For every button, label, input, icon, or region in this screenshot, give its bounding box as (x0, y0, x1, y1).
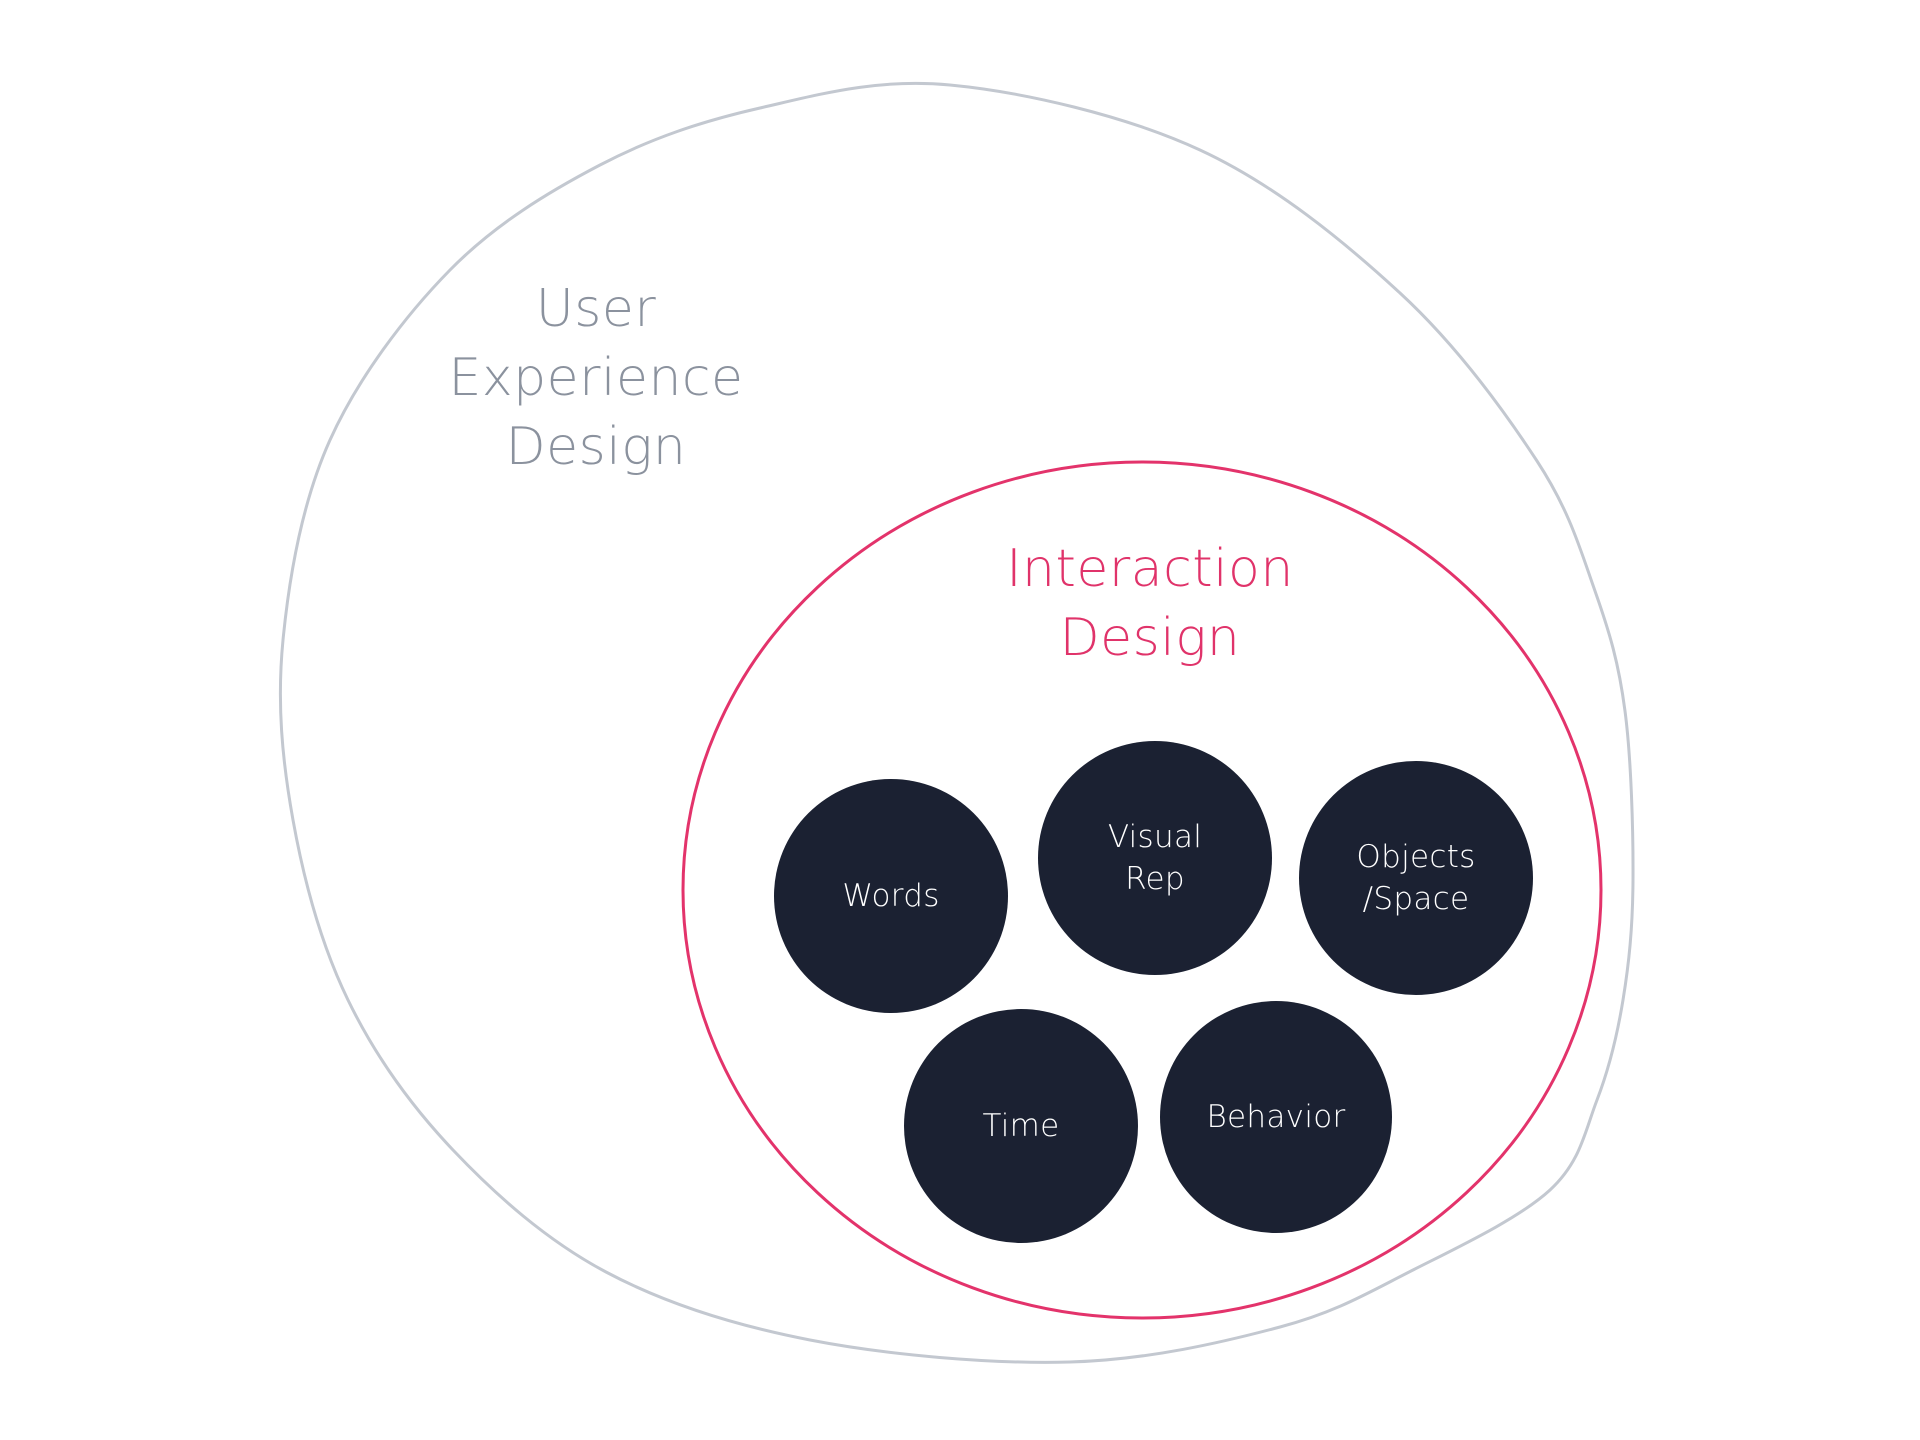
interaction-design-label: Interaction Design (1006, 535, 1294, 673)
bubble-words: Words (774, 779, 1008, 1013)
bubble-label-words: Words (842, 878, 940, 914)
ixd-label-line-1: Interaction (1006, 539, 1294, 599)
bubble-objects-space: Objects /Space (1299, 761, 1533, 995)
ux-label-line-2: Experience (448, 348, 744, 408)
bubble-label-behavior: Behavior (1206, 1099, 1346, 1135)
bubble-label-time: Time (982, 1108, 1060, 1144)
ux-label-line-3: Design (505, 417, 687, 477)
bubble-time: Time (904, 1009, 1138, 1243)
user-experience-boundary (278, 81, 1635, 1364)
interaction-design-boundary (681, 460, 1603, 1320)
bubble-label-objects-space: Objects /Space (1356, 839, 1476, 917)
ux-label-line-1: User (535, 279, 657, 339)
bubble-behavior: Behavior (1160, 1001, 1392, 1233)
bubble-visual-rep: Visual Rep (1038, 741, 1272, 975)
bubble-label-visual-rep: Visual Rep (1107, 819, 1203, 897)
user-experience-design-label: User Experience Design (449, 275, 744, 482)
ixd-label-line-2: Design (1059, 608, 1241, 668)
